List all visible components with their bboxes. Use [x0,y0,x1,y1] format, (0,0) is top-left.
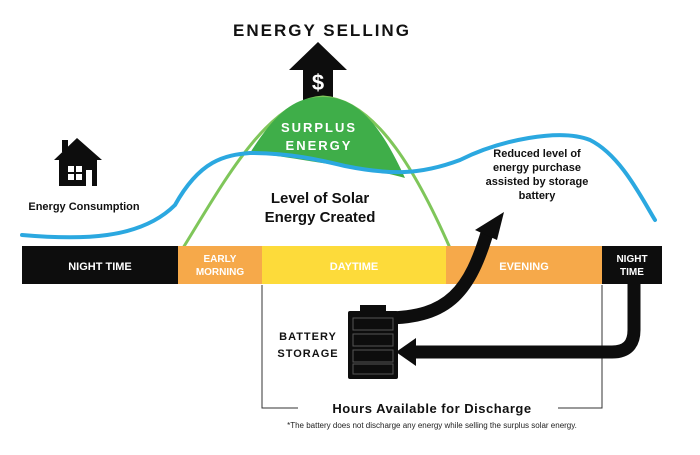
segment-daytime [262,246,446,284]
early-morning-label-line1: EARLY [204,254,237,265]
segment-early-morning [178,246,262,284]
surplus-label-line2: ENERGY [286,138,353,153]
early-morning-label-line2: MORNING [196,267,245,278]
segment-night-left [22,246,178,284]
discharge-bracket [261,285,603,409]
solar-label-line1: Level of Solar [271,190,370,207]
house-icon [54,138,102,186]
surplus-energy-area [250,97,405,178]
night-left-label: NIGHT TIME [68,261,132,273]
evening-label: EVENING [499,261,549,273]
surplus-label-line1: SURPLUS [281,120,357,135]
night-right-label-line2: TIME [620,267,644,278]
footnote: *The battery does not discharge any ener… [287,421,577,430]
night-right-label-line1: NIGHT [616,254,647,265]
energy-selling-arrow-icon: $ [289,42,347,106]
energy-consumption-label: Energy Consumption [28,201,140,213]
reduced-label-line3: assisted by storage [486,176,589,188]
solar-energy-curve [181,95,452,249]
battery-label-line2: STORAGE [277,348,338,360]
reduced-label-line2: energy purchase [493,162,581,174]
segment-night-right [602,246,662,284]
solar-label-line2: Energy Created [265,209,376,226]
discharge-arrow-icon [384,212,504,325]
dollar-sign: $ [312,70,324,95]
reduced-label-line1: Reduced level of [493,148,581,160]
battery-label-line1: BATTERY [279,331,337,343]
reduced-label-line4: battery [519,190,557,202]
energy-consumption-line [20,133,657,240]
diagram-title: ENERGY SELLING [233,21,411,40]
battery-icon [348,305,398,379]
timeline-bar [22,246,662,284]
discharge-label: Hours Available for Discharge [332,401,531,416]
charge-arrow-icon [396,284,641,366]
daytime-label: DAYTIME [330,261,379,273]
